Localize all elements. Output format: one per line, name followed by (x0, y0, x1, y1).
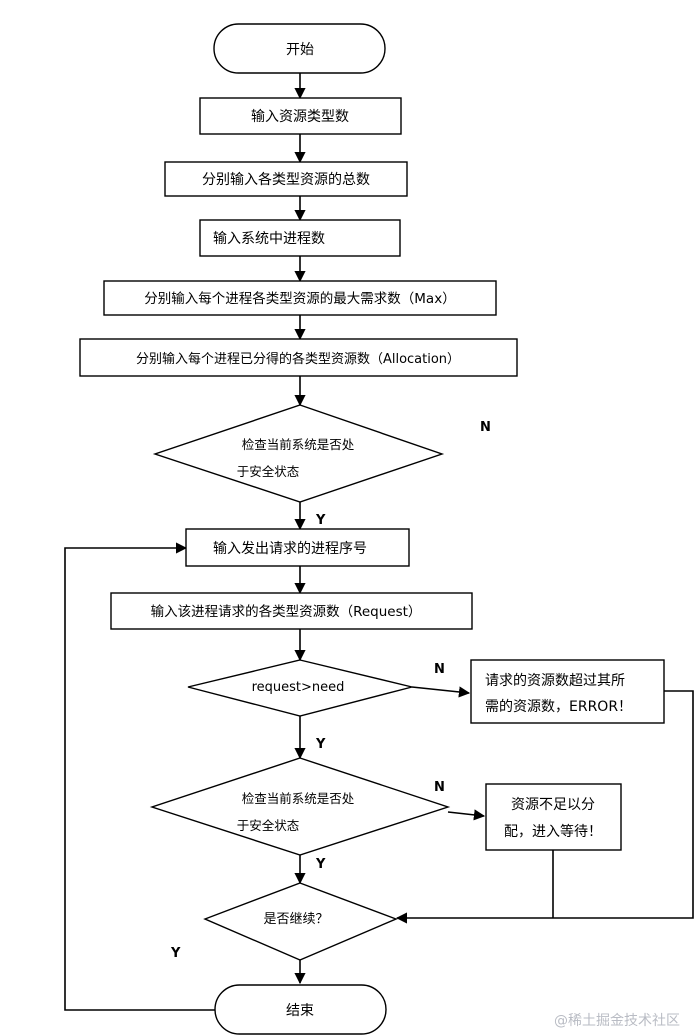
node-input-request-pid: 输入发出请求的进程序号 (185, 528, 410, 567)
node-start: 开始 (213, 23, 386, 74)
node-input-resource-totals: 分别输入各类型资源的总数 (164, 161, 408, 197)
node-check-request-need: request>need (187, 659, 413, 717)
edge-label-check1-yes: Y (315, 513, 326, 528)
edge-label-continue-yes: Y (170, 946, 181, 961)
node-label-line: 配，进入等待！ (504, 823, 602, 840)
edge-label-request-no: N (434, 662, 445, 677)
node-label: 输入发出请求的进程序号 (213, 541, 367, 557)
watermark: @稀土掘金技术社区 (554, 1013, 680, 1029)
edge-label-request-yes: Y (315, 737, 326, 752)
node-label-line: request>need (252, 680, 345, 695)
node-check-safe-2: 检查当前系统是否处 于安全状态 (149, 757, 451, 856)
node-end: 结束 (214, 984, 387, 1035)
edge-label-check1-no: N (480, 420, 491, 435)
edge-request-check-no (411, 686, 471, 698)
node-label: 开始 (286, 42, 314, 58)
node-label: 分别输入每个进程已分得的各类型资源数（Allocation） (136, 351, 460, 367)
node-input-process-count: 输入系统中进程数 (199, 219, 401, 257)
node-label: 结束 (286, 1003, 314, 1019)
node-label-line: 检查当前系统是否处 (242, 437, 355, 452)
edge-label-check2-yes: Y (315, 857, 326, 872)
node-input-request: 输入该进程请求的各类型资源数（Request） (110, 592, 473, 630)
node-input-allocation: 分别输入每个进程已分得的各类型资源数（Allocation） (79, 338, 518, 377)
node-label-line: 于安全状态 (237, 464, 300, 479)
node-label-line: 请求的资源数超过其所 (485, 673, 625, 689)
edge-label-check2-no: N (434, 780, 445, 795)
node-label: 分别输入各类型资源的总数 (202, 172, 370, 188)
connectors (64, 73, 694, 1011)
node-label-line: 是否继续？ (263, 912, 328, 927)
edge-error-to-continue (395, 690, 694, 924)
node-continue-question: 是否继续？ (203, 882, 398, 961)
node-label: 输入系统中进程数 (213, 231, 325, 247)
node-label: 输入该进程请求的各类型资源数（Request） (151, 604, 422, 620)
node-check-safe-1: 检查当前系统是否处 于安全状态 (152, 404, 445, 503)
edge-continue-yes-loop (64, 542, 215, 1011)
node-label-line: 资源不足以分 (511, 797, 595, 813)
node-wait-insufficient: 资源不足以分 配，进入等待！ (485, 783, 622, 851)
node-label-line: 需的资源数，ERROR！ (485, 699, 632, 715)
node-input-resource-types: 输入资源类型数 (199, 97, 402, 135)
edge-check2-no (447, 809, 486, 821)
node-label-line: 于安全状态 (237, 818, 300, 833)
node-label: 输入资源类型数 (251, 109, 349, 125)
node-label-line: 检查当前系统是否处 (242, 791, 355, 806)
node-input-max: 分别输入每个进程各类型资源的最大需求数（Max） (103, 280, 497, 316)
node-label: 分别输入每个进程各类型资源的最大需求数（Max） (144, 291, 455, 307)
node-error-exceed: 请求的资源数超过其所 需的资源数，ERROR！ (470, 659, 665, 724)
